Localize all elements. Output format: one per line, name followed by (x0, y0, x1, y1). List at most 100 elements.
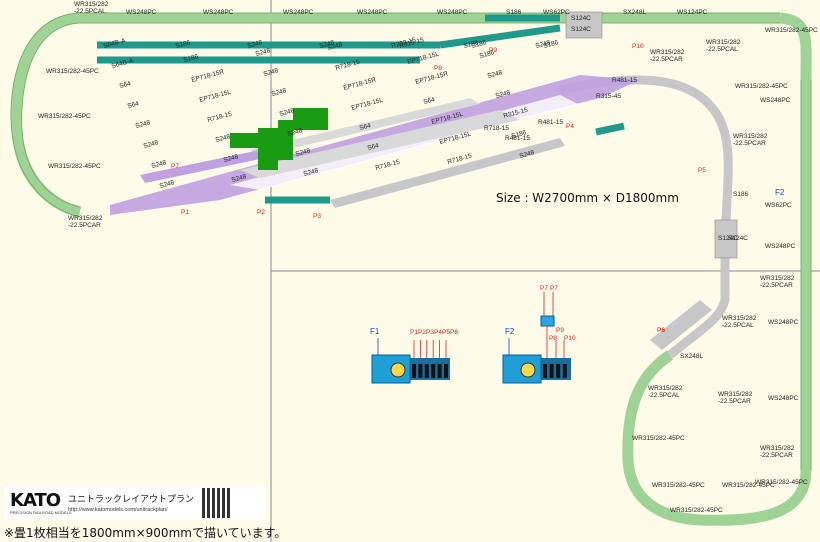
track-label: P6 (657, 327, 665, 334)
track-label: -22.5PCAL (722, 322, 754, 329)
track-label: -22.5PCAR (68, 222, 101, 229)
track-label: WR315/282 (760, 275, 795, 282)
controller-1-label: P4 (434, 329, 442, 336)
size-label: Size : W2700mm × D1800mm (496, 191, 679, 205)
point-label: P8 (434, 65, 442, 72)
controller-1-label: P6 (450, 329, 458, 336)
track-label: WR315/282-45PC (652, 482, 705, 489)
s124c-blocks (565, 11, 738, 259)
track-label: S64 (127, 100, 140, 110)
controller-2-switch (562, 364, 567, 378)
controller-1-dial-icon (390, 362, 406, 378)
controller-1-switch (444, 364, 448, 378)
track-label: S248 (135, 119, 152, 130)
track-label: WS62PC (765, 202, 792, 209)
point-label: P1 (181, 209, 189, 216)
platforms (230, 108, 328, 170)
track-label: S248 (159, 179, 176, 190)
controller-1-switch (437, 364, 442, 378)
track-teal-3 (439, 24, 561, 49)
track-label: EP718-15L (351, 97, 385, 112)
track-label: WR315/282-45PC (632, 435, 685, 442)
track-label: S186 (479, 49, 496, 60)
track-label: S186 (175, 39, 192, 50)
controller-1-switch (424, 364, 429, 378)
track-label: EP718-15L (199, 89, 233, 104)
track-label: SX248L (680, 353, 704, 360)
track-label: S124C (571, 26, 591, 33)
block-s124c-right (714, 219, 738, 259)
track-label: WS248PC (203, 9, 234, 16)
controller-1-label: P2 (418, 329, 426, 336)
track-label: WR315/282 (760, 445, 795, 452)
track-label: R481-15 (505, 135, 530, 142)
controller-2-dial-icon (520, 362, 536, 378)
track-label: EP718-15R (191, 68, 226, 84)
track-label: -22.5PCAR (650, 56, 683, 63)
track-label: WS248PC (768, 319, 799, 326)
track-label: S186 (463, 39, 480, 50)
track-label: S248 (295, 147, 312, 158)
track-label: S124C (718, 235, 738, 242)
track-label: F2 (775, 188, 785, 197)
track-label: WR315/282 (648, 385, 683, 392)
track-label: S248 (143, 139, 160, 150)
plan-url[interactable]: http://www.katomodels.com/unitrackplan/ (68, 507, 168, 513)
track-label: EP718-15R (415, 70, 450, 86)
feeder-label: F2 (505, 327, 515, 336)
controller-1-switch (431, 364, 436, 378)
controller-1-switch (418, 364, 423, 378)
track-label: S124C (571, 15, 591, 22)
track-label: R718-15 (375, 159, 401, 172)
track-label: R481-15 (612, 77, 637, 84)
track-label: EP718-15R (343, 76, 378, 92)
track-label: S248 (263, 67, 280, 78)
track-label: S248 (319, 39, 336, 50)
track-label: S248 (151, 159, 168, 170)
yard-gray-1 (240, 110, 520, 178)
track-label: SX248L (623, 9, 647, 16)
track-label: WS62PC (543, 9, 570, 16)
platform-2 (258, 128, 278, 170)
yard-purple-2 (140, 150, 265, 183)
track-label: -22.5PCAL (74, 8, 106, 15)
track-label: S248 (279, 107, 296, 118)
track-label: S64 (423, 96, 436, 106)
track-label: S124C (728, 235, 748, 242)
controller-1-label: P5 (442, 329, 450, 336)
track-label: -22.5PCAR (760, 282, 793, 289)
track-label: S248 (271, 87, 288, 98)
track-label: R481-15 (538, 119, 563, 126)
track-label: S186 (471, 39, 488, 50)
track-label: WR315/282 (706, 39, 741, 46)
track-label: R718-15 (484, 125, 509, 132)
crossover-sx248l (650, 300, 712, 350)
track-label: WR315/282-45PC (48, 163, 101, 170)
track-label: EP718-15L (407, 51, 441, 66)
track-label: S186 (511, 129, 528, 140)
controller-2-label: P7 (550, 285, 558, 292)
track-label: S248 (255, 47, 272, 58)
track-label: WS248PC (357, 9, 388, 16)
block-s124c-top (565, 11, 603, 39)
controller-2-expander (540, 315, 555, 327)
track-label: S248 (495, 89, 512, 100)
track-label: -22.5PCAR (718, 398, 751, 405)
track-label: S248 (287, 127, 304, 138)
track-label: S64 (119, 80, 132, 90)
track-label: R315-45 (596, 93, 621, 100)
yard-gray-3 (330, 138, 565, 208)
controller-2-label: P10 (564, 335, 576, 342)
track-label: WR315/282 (733, 133, 768, 140)
track-label: -22.5PCAL (648, 392, 680, 399)
controller-2-switch (549, 364, 554, 378)
track-bottom-loop (622, 350, 812, 526)
plan-title: ユニトラックレイアウトプラン (68, 495, 195, 505)
track-teal-6 (595, 122, 625, 136)
track-label: WR315/282 (718, 391, 753, 398)
track-label: -22.5PCAR (760, 452, 793, 459)
